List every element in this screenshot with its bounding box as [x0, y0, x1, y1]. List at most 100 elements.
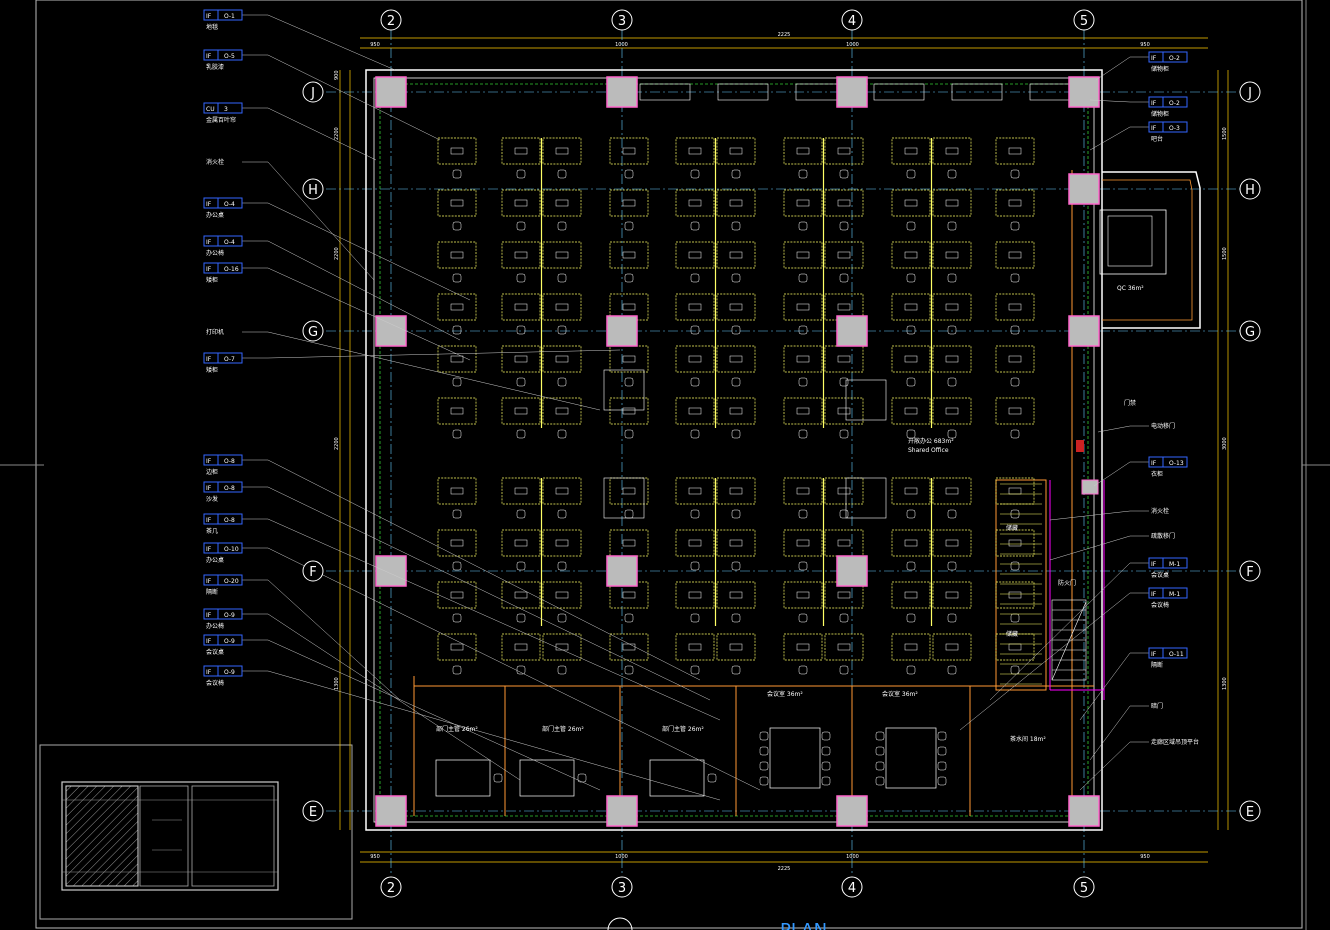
- monitor: [688, 147, 702, 155]
- chair: [557, 665, 567, 675]
- callout-code: O-10: [224, 546, 239, 553]
- callout-code-box: [1162, 456, 1188, 468]
- callout-code: O-4: [224, 239, 235, 246]
- desk: [437, 477, 477, 505]
- pantry-label: 茶水间 18m²: [1010, 735, 1046, 743]
- monitor: [622, 407, 636, 415]
- monitor: [555, 487, 569, 495]
- desk: [932, 529, 972, 557]
- desk: [542, 137, 582, 165]
- chair: [947, 509, 957, 519]
- callout-text: 电动移门: [1151, 422, 1175, 430]
- monitor: [514, 355, 528, 363]
- monitor: [514, 407, 528, 415]
- desk: [783, 529, 823, 557]
- grid-bubble-col-label: 3: [618, 881, 626, 896]
- grid-bubble-row-label: E: [1246, 805, 1254, 820]
- desk: [995, 189, 1035, 217]
- callout-leader-line: [242, 670, 721, 801]
- callout-tag: IF: [206, 485, 212, 492]
- chair: [452, 169, 462, 179]
- monitor: [837, 487, 851, 495]
- chair: [947, 221, 957, 231]
- chair: [937, 731, 947, 741]
- desk: [675, 397, 715, 425]
- callout-leader-line: [242, 54, 441, 141]
- chair: [839, 509, 849, 519]
- structural-column: [606, 315, 638, 347]
- grid-bubble-col-label: 2: [387, 14, 395, 29]
- monitor: [837, 643, 851, 651]
- chair: [516, 169, 526, 179]
- callout-leader-line: [242, 349, 621, 359]
- dim-bottom-segment: 1000: [846, 854, 859, 860]
- monitor: [904, 303, 918, 311]
- structural-column: [1068, 76, 1100, 108]
- monitor: [688, 591, 702, 599]
- monitor: [622, 303, 636, 311]
- desk: [437, 529, 477, 557]
- callout-text: 乳胶漆: [206, 63, 224, 71]
- callout-tag: IF: [1151, 55, 1157, 62]
- chair: [906, 169, 916, 179]
- desk: [824, 241, 864, 269]
- chair: [906, 509, 916, 519]
- chair: [690, 221, 700, 231]
- desk: [716, 137, 756, 165]
- chair: [516, 377, 526, 387]
- grid-bubble-col-top: [611, 9, 633, 31]
- monitor: [555, 355, 569, 363]
- callout-code: O-2: [1169, 100, 1180, 107]
- grid-bubble-row-right: [1239, 560, 1261, 582]
- dim-left-segment: 2200: [334, 437, 340, 450]
- structural-column: [375, 795, 407, 827]
- desk: [824, 345, 864, 373]
- monitor: [945, 487, 959, 495]
- chair: [452, 273, 462, 283]
- dim-bottom-segment: 1000: [615, 854, 628, 860]
- callout-leader-line: [1079, 741, 1149, 791]
- desk: [824, 189, 864, 217]
- desk: [932, 477, 972, 505]
- callout-leader-line: [1079, 652, 1149, 721]
- monitor: [945, 355, 959, 363]
- grid-bubble-col-top: [380, 9, 402, 31]
- monitor: [555, 539, 569, 547]
- monitor: [555, 303, 569, 311]
- dim-top-segment: 1000: [615, 42, 628, 48]
- chair: [839, 221, 849, 231]
- desk: [437, 241, 477, 269]
- monitor: [555, 643, 569, 651]
- chair: [839, 665, 849, 675]
- callout-leader-line: [242, 613, 521, 781]
- callout-tag: IF: [1151, 561, 1157, 568]
- chair: [798, 613, 808, 623]
- wall-cabinet: [873, 83, 925, 101]
- chair: [493, 773, 503, 783]
- desk: [609, 189, 649, 217]
- callout-leader-line: [242, 331, 601, 411]
- callout-leader-line: [242, 459, 701, 681]
- monitor: [729, 643, 743, 651]
- monitor: [1008, 539, 1022, 547]
- callout-code-box: [1162, 121, 1188, 133]
- chair: [731, 325, 741, 335]
- monitor: [796, 147, 810, 155]
- storage-a-label: 储藏: [1006, 524, 1018, 532]
- monitor: [904, 199, 918, 207]
- monitor: [688, 199, 702, 207]
- callout-text: 会议桌: [206, 648, 224, 656]
- chair: [839, 429, 849, 439]
- desk: [932, 633, 972, 661]
- callout-text: 金属百叶帘: [206, 116, 236, 124]
- monitor: [945, 407, 959, 415]
- chair: [731, 169, 741, 179]
- callout-text: 边柜: [206, 468, 218, 476]
- grid-bubble-row-label: F: [309, 565, 316, 580]
- callout-text: 隔断: [206, 588, 218, 596]
- desk: [437, 189, 477, 217]
- desk: [932, 137, 972, 165]
- chair: [690, 509, 700, 519]
- callout-code: O-9: [224, 669, 235, 676]
- monitor: [796, 539, 810, 547]
